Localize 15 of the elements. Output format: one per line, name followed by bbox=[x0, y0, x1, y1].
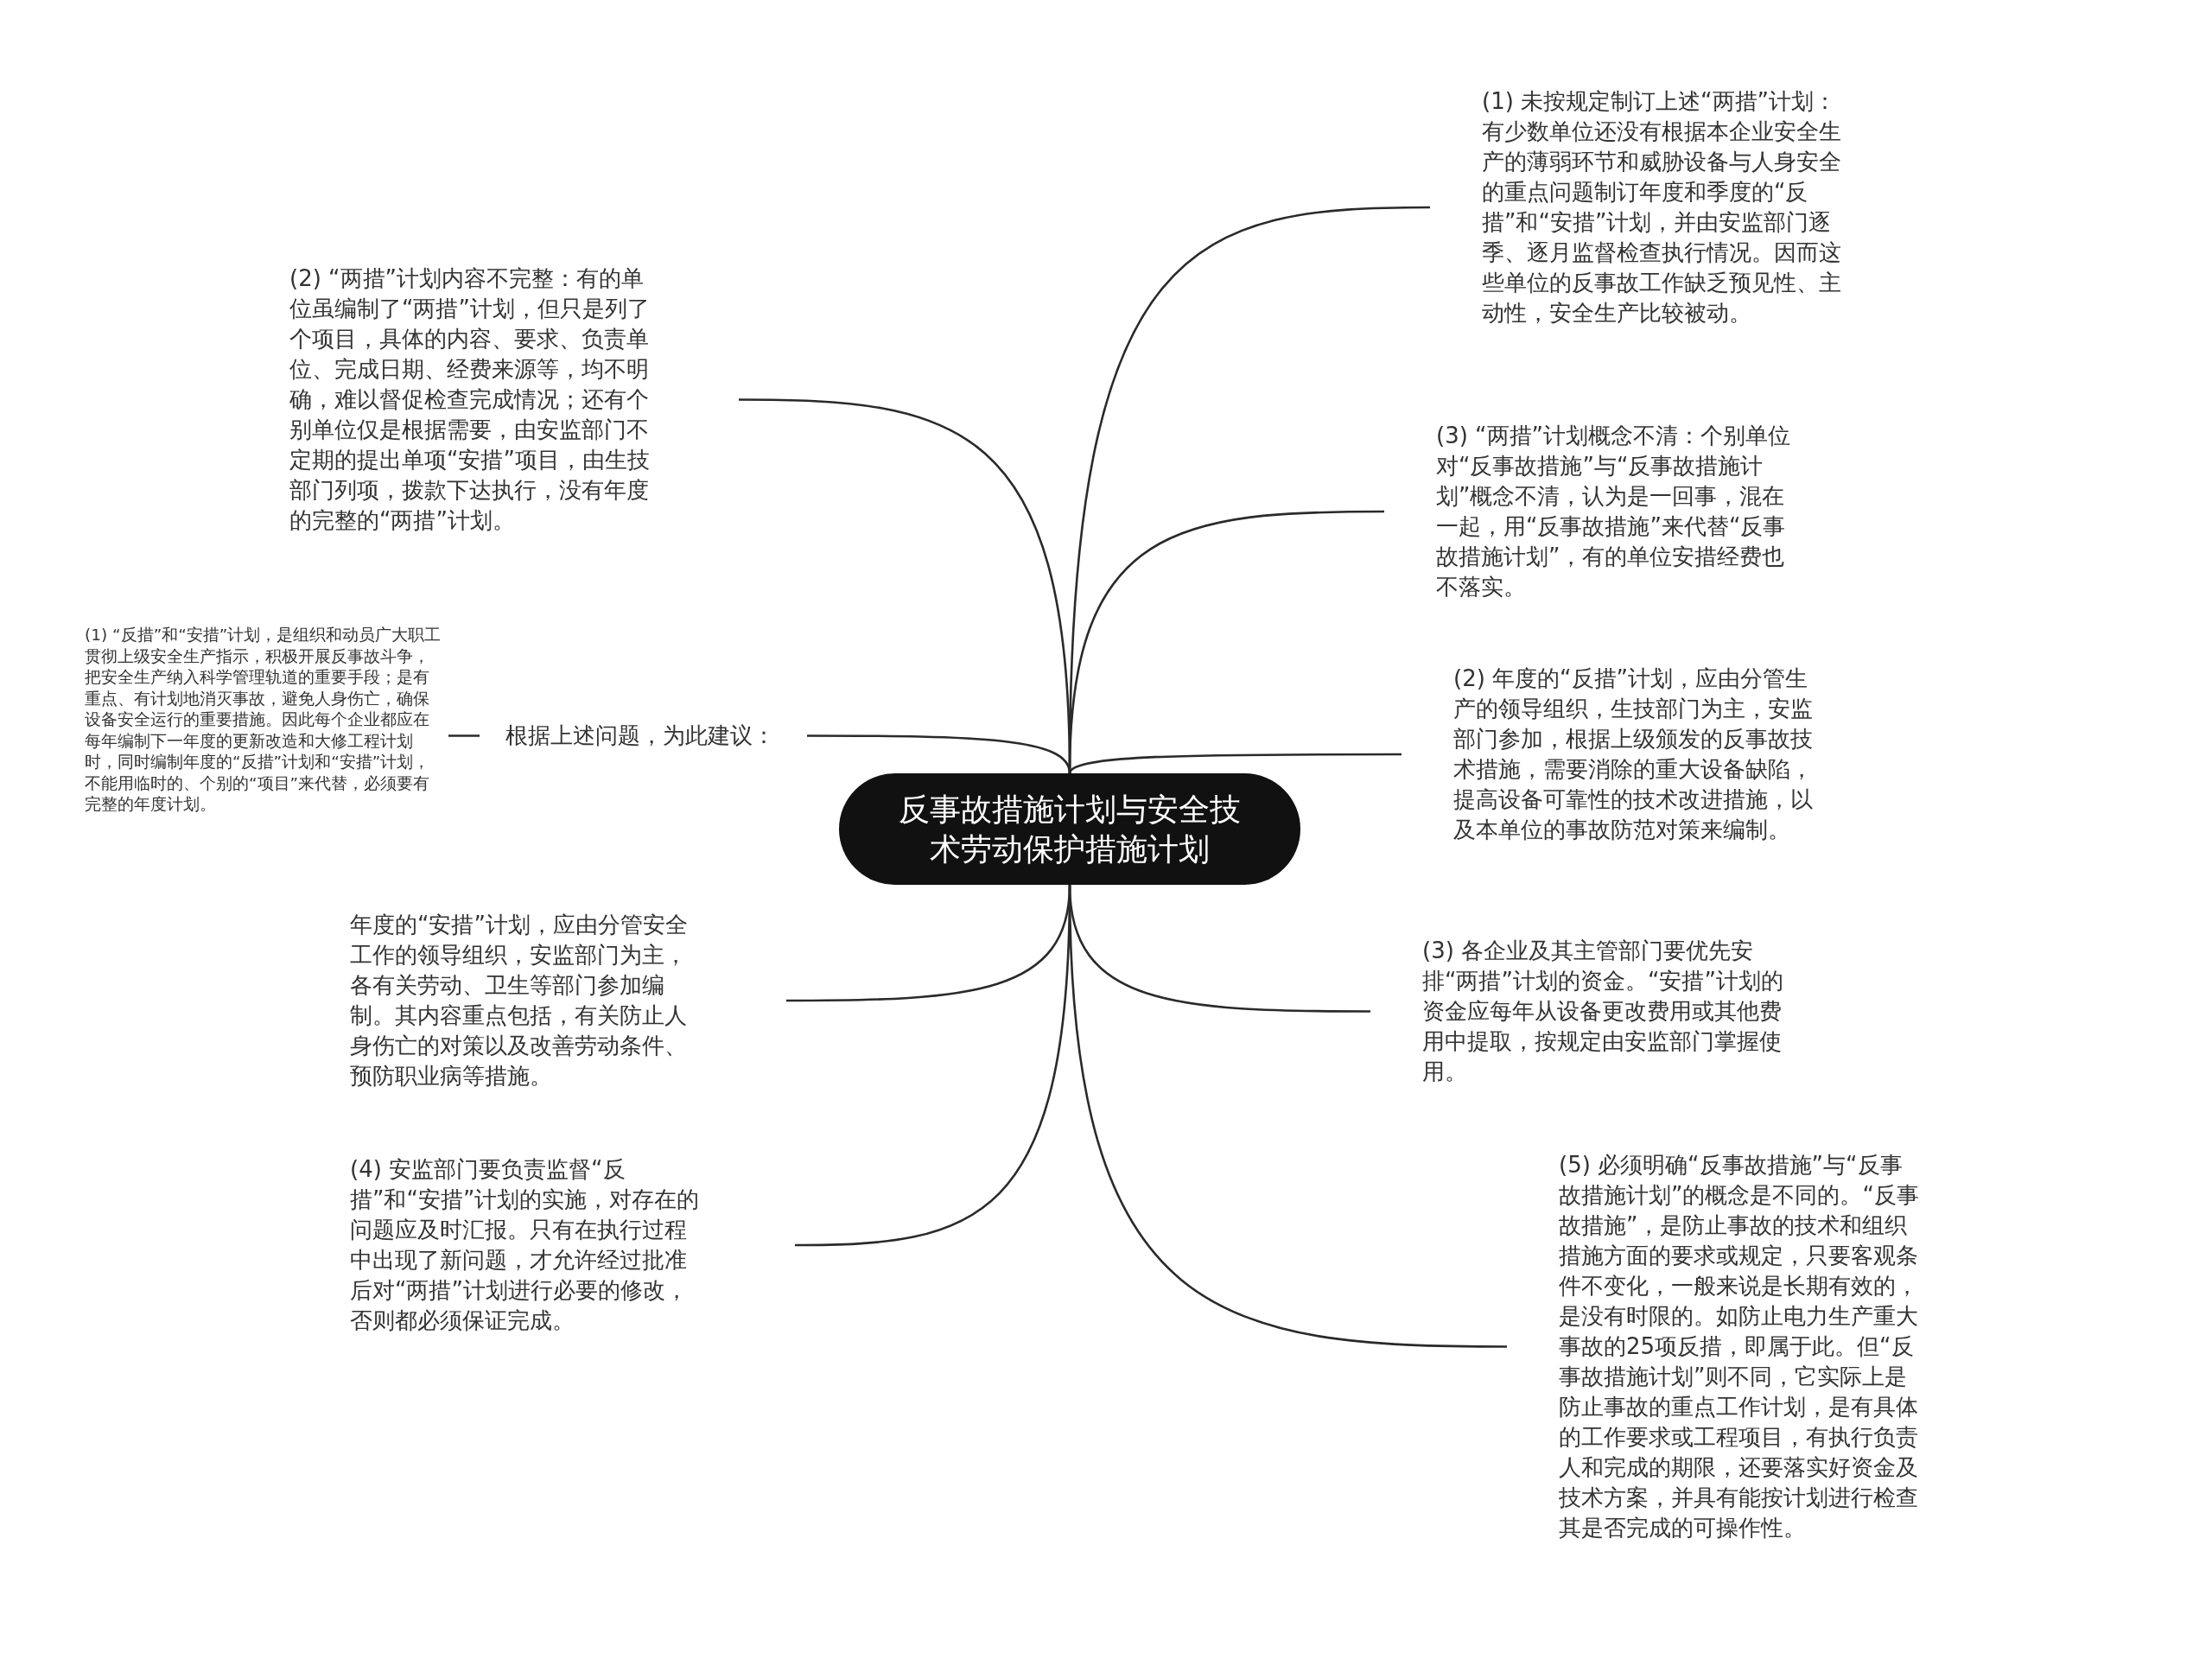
topic-text: (4) 安监部门要负责监督“反措”和“安措”计划的实施，对存在的问题应及时汇报。只有在执行过程中出现了新问题，才允许经过批准后对“两措”计划进行必要的修改，否则都必须保证完成。 bbox=[350, 1155, 701, 1335]
topic-text: (3) 各企业及其主管部门要优先安排“两措”计划的资金。“安措”计划的资金应每年从设备更改费用或其他费用中提取，按规定由安监部门掌握使用。 bbox=[1422, 937, 1784, 1086]
connector-line bbox=[807, 734, 1071, 774]
topic-text: (1) 未按规定制订上述“两措”计划：有少数单位还没有根据本企业安全生产的薄弱环节和威胁设备与人身安全的重点问题制订年度和季度的“反措”和“安措”计划，并由安监部门逐季、逐月监督检查执行情况。因而这些单位的反事故工作缺乏预见性、主动性，安全生产比较被动。 bbox=[1482, 87, 1842, 327]
topic-text: 年度的“安措”计划，应由分管安全工作的领导组织，安监部门为主，各有关劳动、卫生等部门参加编制。其内容重点包括，有关防止人身伤亡的对策以及改善劳动条件、预防职业病等措施。 bbox=[350, 911, 689, 1090]
topic-text: (5) 必须明确“反事故措施”与“反事故措施计划”的概念是不同的。“反事故措施”，是防止事故的技术和组织措施方面的要求或规定，只要客观条件不变化，一般来说是长期有效的，是没有时限的。如防止电力生产重大事故的25项反措，即属于此。但“反事故措施计划”则不同，它实际上是防止事故的重点工作计划，是有具体的工作要求或工程项目，有执行负责人和完成的期限，还要落实好资金及技术方案，并具有能按计划进行检查其是否完成的可操作性。 bbox=[1559, 1151, 1920, 1542]
central-topic-text: 反事故措施计划与安全技术劳动保护措施计划 bbox=[898, 790, 1242, 868]
topic-text: (1) “反措”和“安措”计划，是组织和动员广大职工贯彻上级安全生产指示，积极开展反事故斗争，把安全生产纳入科学管理轨道的重要手段；是有重点、有计划地消灭事故，避免人身伤亡，确保设备安全运行的重要措施。因此每个企业都应在每年编制下一年度的更新改造和大修工程计划时，同时编制年度的“反措”计划和“安措”计划，不能用临时的、个别的“项目”来代替，必须要有完整的年度计划。 bbox=[85, 625, 442, 815]
connector-line bbox=[1068, 753, 1402, 774]
connector-line bbox=[795, 884, 1071, 1247]
connector-line bbox=[448, 734, 480, 737]
topic-text: (2) “两措”计划内容不完整：有的单位虽编制了“两措”计划，但只是列了个项目，具体的内容、要求、负责单位、完成日期、经费来源等，均不明确，难以督促检查完成情况；还有个别单位仅是根据需要，由安监部门不定期的提出单项“安措”项目，由生技部门列项，拨款下达执行，没有年度的完整的“两措”计划。 bbox=[289, 264, 651, 535]
topic-text: (3) “两措”计划概念不清：个别单位对“反事故措施”与“反事故措施计划”概念不清，认为是一回事，混在一起，用“反事故措施”来代替“反事故措施计划”，有的单位安措经费也不落实。 bbox=[1436, 422, 1792, 601]
topic-text: (2) 年度的“反措”计划，应由分管生产的领导组织，生技部门为主，安监部门参加，根据上级颁发的反事故技术措施，需要消除的重大设备缺陷，提高设备可靠性的技术改进措施，以及本单位的事故防范对策来编制。 bbox=[1453, 664, 1814, 844]
topic-text: 根据上述问题，为此建议： bbox=[505, 721, 776, 750]
